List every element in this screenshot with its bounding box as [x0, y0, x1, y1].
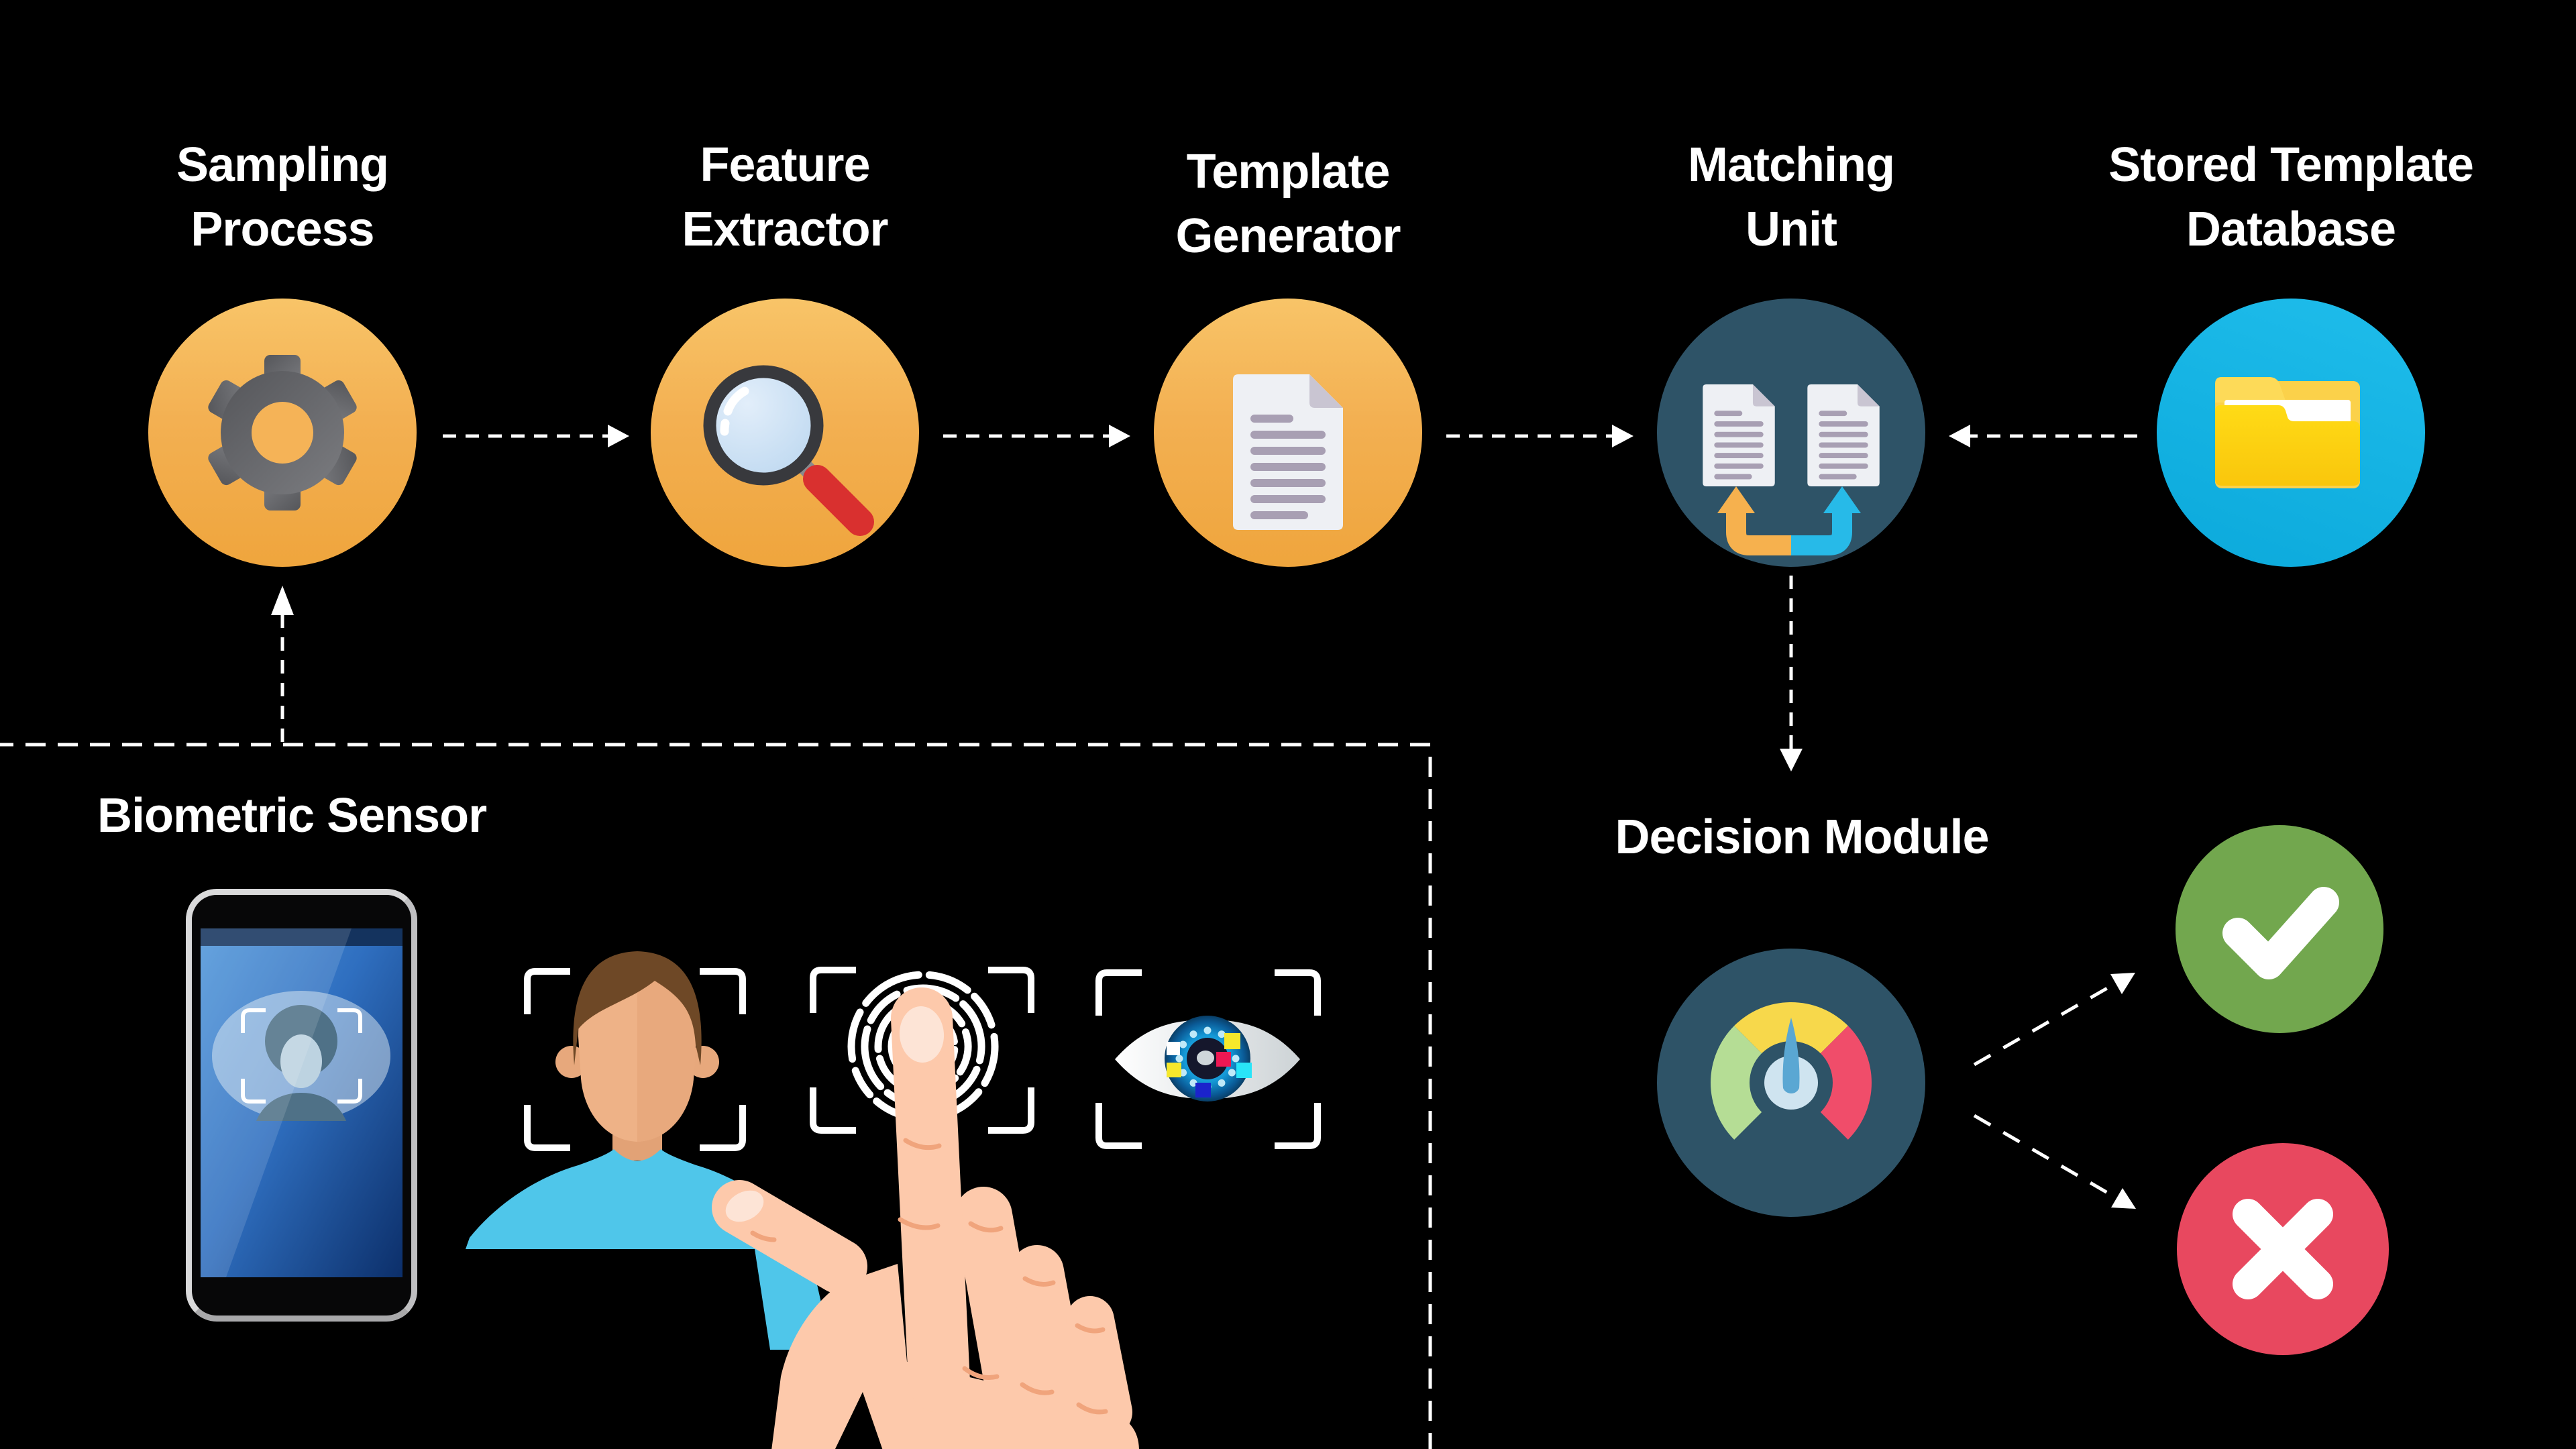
node-matching-unit: [1657, 299, 1925, 567]
shirt: [466, 1149, 832, 1350]
iris-data-squares: [1167, 1033, 1252, 1097]
hand-icon: [712, 987, 1139, 1449]
label-decision-module-text: Decision Module: [1615, 810, 1989, 864]
label-biometric-sensor-text: Biometric Sensor: [97, 789, 487, 843]
arrow-decision-to-accept: [1973, 983, 2114, 1067]
label-template-line2: Generator: [1175, 209, 1401, 263]
iris-dots: [1175, 1026, 1240, 1091]
phone-screen-graphic: [201, 928, 402, 1277]
phone-screen: [201, 928, 402, 1277]
hand-creases: [750, 1138, 1108, 1415]
smartphone-face-scan-icon: [186, 889, 417, 1322]
node-template-generator: [1154, 299, 1422, 567]
node-reject: [2177, 1143, 2389, 1355]
node-sampling-process: [148, 299, 417, 567]
label-biometric-sensor: Biometric Sensor: [97, 784, 487, 848]
label-stored-line1: Stored Template: [2108, 138, 2474, 192]
label-decision-module: Decision Module: [1615, 805, 1989, 869]
node-accept: [2176, 825, 2383, 1033]
node-feature-extractor: [651, 299, 919, 567]
label-feature-line1: Feature: [700, 138, 870, 192]
label-sampling-line1: Sampling: [176, 138, 389, 192]
face-icon: [466, 951, 832, 1350]
arrow-decision-to-reject: [1973, 1114, 2116, 1199]
label-template-line1: Template: [1186, 145, 1391, 199]
label-stored-line2: Database: [2186, 203, 2396, 256]
label-feature-line2: Extractor: [682, 203, 888, 256]
label-matching-line1: Matching: [1688, 138, 1895, 192]
label-sampling-line2: Process: [191, 203, 374, 256]
eye-scan-icon: [1099, 973, 1318, 1146]
fingerprint-icon: [813, 945, 1031, 1147]
node-stored-template-database: [2157, 299, 2425, 567]
node-decision-module: [1657, 949, 1925, 1217]
label-matching-line2: Unit: [1746, 203, 1837, 256]
